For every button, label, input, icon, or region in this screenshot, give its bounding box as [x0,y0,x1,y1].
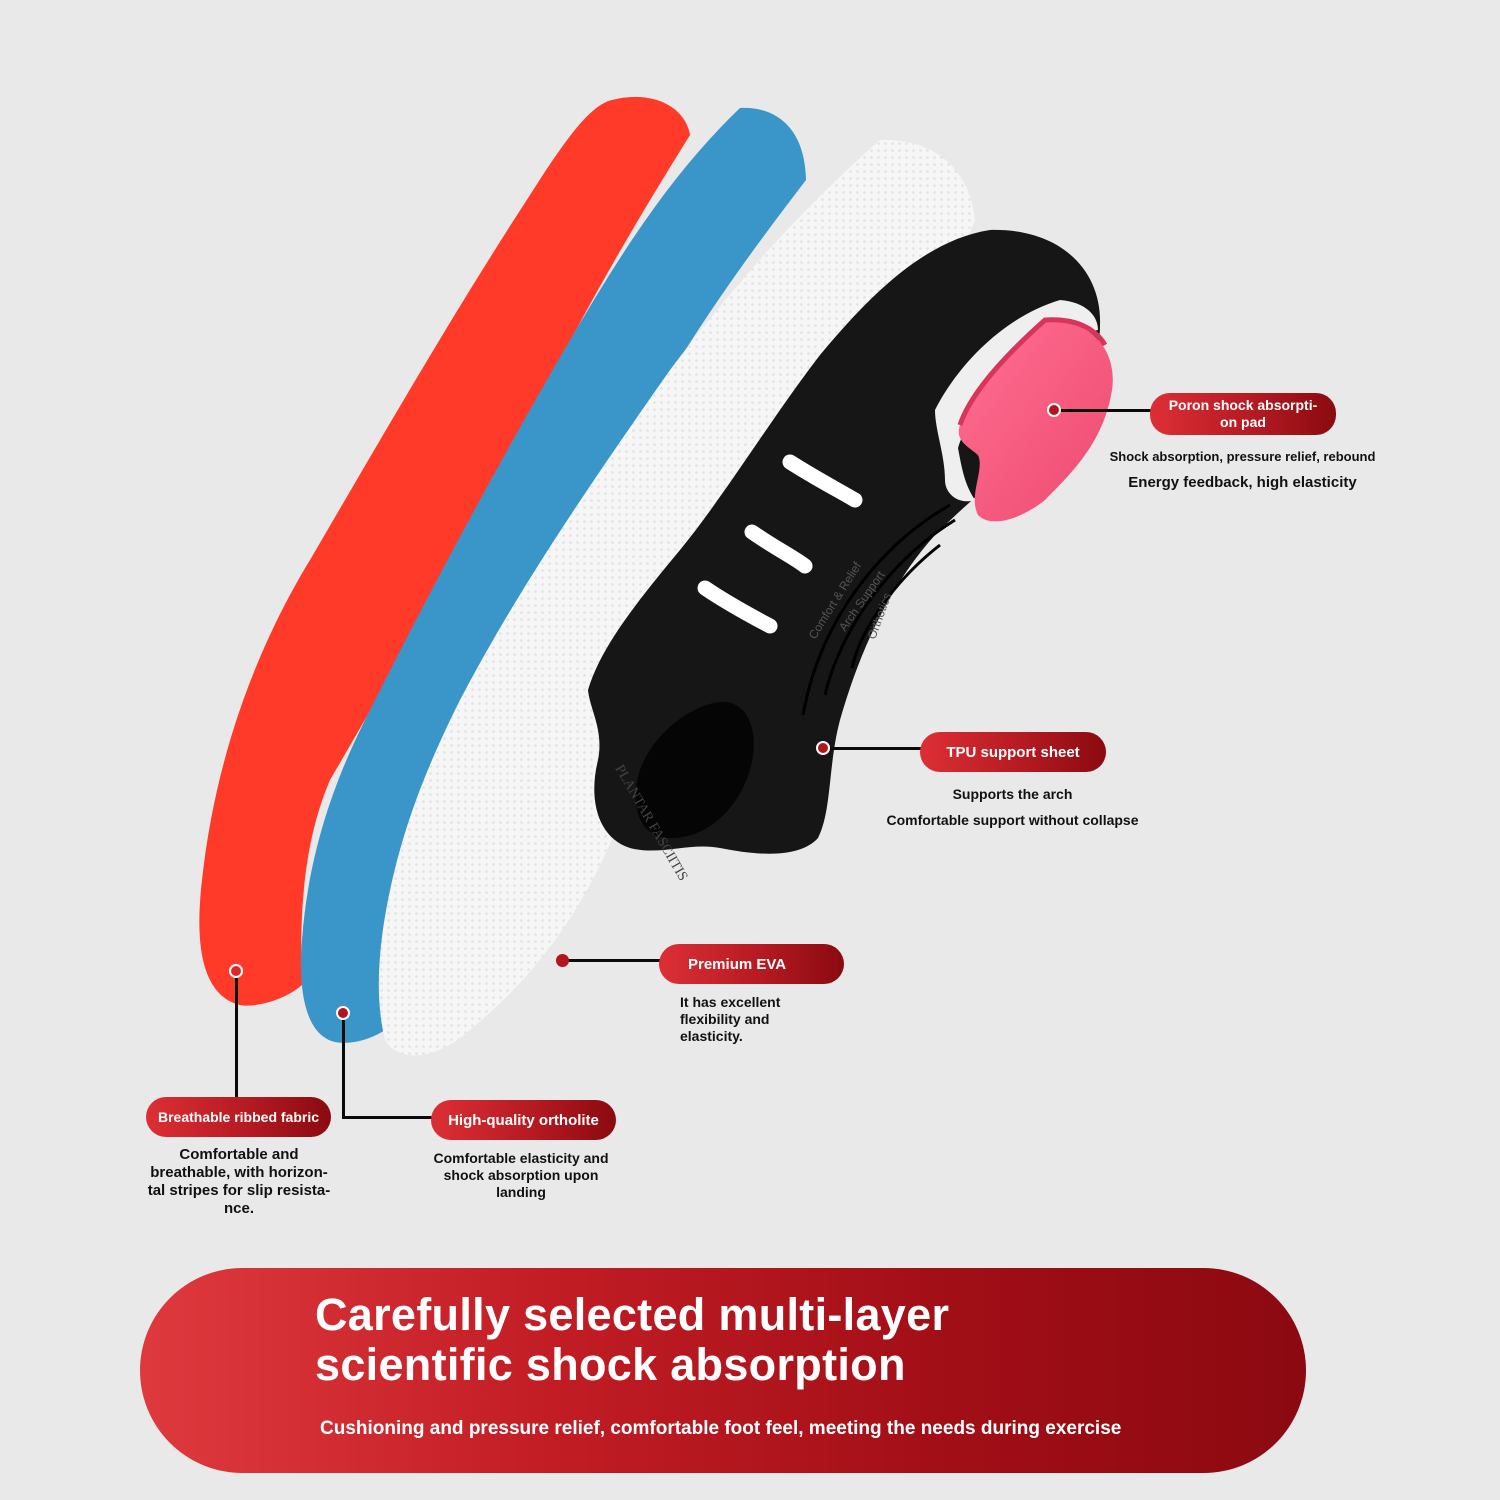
fabric-title: Breathable ribbed fabric [157,1108,320,1125]
eva-dot [556,954,569,967]
red-fabric-layer [199,96,690,1006]
fabric-desc-3: tal stripes for slip resista- [147,1182,331,1199]
ortholite-desc-2: shock absorption upon [443,1167,599,1183]
vent-slot [744,524,813,574]
fabric-label: Breathable ribbed fabric [146,1097,331,1137]
ventilation-slots [697,454,863,634]
poron-desc-1: Shock absorption, pressure relief, rebou… [1109,449,1376,464]
banner-subtitle: Cushioning and pressure relief, comforta… [320,1418,1122,1439]
eva-label: Premium EVA [659,944,844,984]
fabric-desc-2: breathable, with horizon- [150,1164,328,1181]
ortholite-title: High-quality ortholite [448,1111,599,1129]
fabric-desc-4: nce. [223,1200,254,1217]
ortholite-leader-h [342,1116,436,1119]
eva-desc-1: It has excellent [680,994,781,1010]
forefoot-oval [635,701,754,839]
ortholite-dot [336,1006,350,1020]
banner-title: Carefully selected multi-layer scientifi… [315,1290,949,1390]
eva-desc-3: elasticity. [680,1028,743,1044]
fabric-leader [235,978,238,1100]
heel-window [935,300,1098,502]
ortholite-desc-1: Comfortable elasticity and [433,1150,609,1166]
eva-leader [566,959,664,962]
tpu-leader [830,747,925,750]
vent-slot [697,580,778,634]
eva-desc-2: flexibility and [680,1011,770,1027]
ortholite-desc-3: landing [496,1184,546,1200]
tpu-label: TPU support sheet [920,732,1106,772]
banner-title-line1: Carefully selected multi-layer [315,1289,950,1340]
ortholite-leader-v [342,1020,345,1119]
banner-title-line2: scientific shock absorption [315,1339,906,1390]
arch-lines [801,503,956,716]
poron-title: Poron shock absorpti- on pad [1168,397,1318,430]
poron-dot [1047,403,1061,417]
headline-banner: Carefully selected multi-layer scientifi… [140,1268,1306,1473]
ortholite-label: High-quality ortholite [431,1100,616,1140]
tpu-dot [816,741,830,755]
tpu-title: TPU support sheet [946,743,1080,761]
poron-label: Poron shock absorpti- on pad [1150,393,1336,435]
tpu-desc-1: Supports the arch [952,786,1073,802]
poron-desc-2: Energy feedback, high elasticity [1128,474,1357,491]
pink-pad-edge [957,317,1108,426]
tpu-desc-2: Comfortable support without collapse [886,812,1139,828]
eva-title: Premium EVA [688,955,787,973]
fabric-desc-1: Comfortable and [179,1146,299,1163]
poron-leader [1060,409,1156,412]
fabric-dot [229,964,243,978]
vent-slot [782,454,863,508]
